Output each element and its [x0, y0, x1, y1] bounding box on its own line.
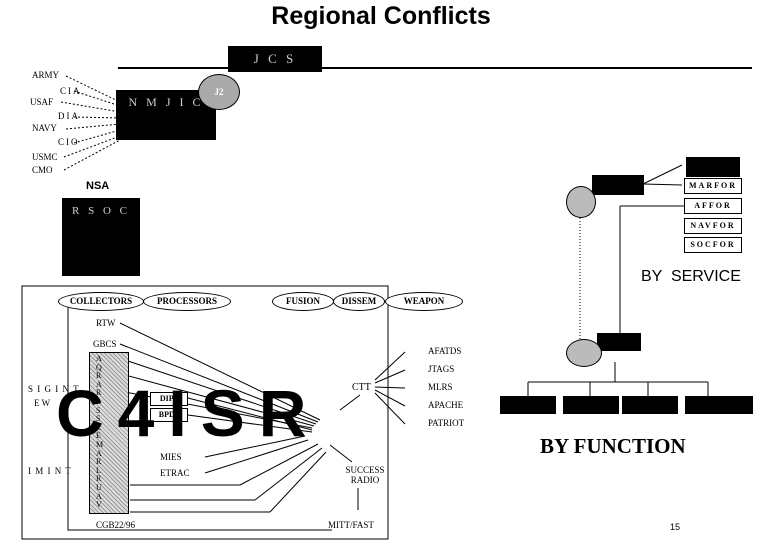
processor-dips: DIPS	[150, 392, 188, 406]
by-service-label: BY SERVICE	[641, 268, 741, 285]
source-dia: DIA	[58, 111, 80, 121]
by-function-label: BY FUNCTION	[540, 434, 686, 458]
processors-header: PROCESSORS	[143, 292, 231, 311]
ctt-label: CTT	[352, 382, 371, 393]
column-letter: L	[96, 465, 101, 475]
j2-circle: J2	[198, 74, 240, 110]
service-marfor: MARFOR	[684, 178, 742, 194]
collector-etrac: ETRAC	[160, 468, 190, 478]
imint-label: I M I N T	[28, 466, 72, 476]
collectors-header: COLLECTORS	[58, 292, 144, 311]
collector-gbcs: GBCS	[93, 339, 117, 349]
column-letter: A	[96, 379, 102, 389]
weapon-apache: APACHE	[428, 400, 464, 410]
column-letter: L	[96, 396, 101, 406]
column-letter: R	[96, 474, 102, 484]
processor-bpds: BPDS	[150, 408, 188, 422]
c4isr-overlay: C4ISR	[56, 376, 321, 450]
right-top-box	[592, 175, 644, 195]
service-navfor: NAVFOR	[684, 218, 742, 234]
column-letter: R	[96, 457, 102, 467]
column-letter: U	[96, 482, 102, 492]
column-letter: A	[96, 491, 102, 501]
column-letter: R	[96, 388, 102, 398]
source-army: ARMY	[32, 70, 60, 80]
collector-mies: MIES	[160, 452, 182, 462]
source-cia: CIA	[60, 86, 82, 96]
function-box-1	[500, 396, 556, 414]
source-navy: NAVY	[32, 123, 57, 133]
dissem-header: DISSEM	[333, 292, 385, 311]
weapon-mlrs: MLRS	[428, 382, 453, 392]
weapon-jtags: JTAGS	[428, 364, 455, 374]
right-mid-circle	[566, 339, 602, 367]
weapon-patriot: PATRIOT	[428, 418, 465, 428]
service-affor: AFFOR	[684, 198, 742, 214]
column-letter: S	[96, 414, 101, 424]
weapon-afatds: AFATDS	[428, 346, 462, 356]
ew-label: E W	[34, 398, 51, 408]
success-radio-label: SUCCESS RADIO	[345, 465, 385, 485]
column-letter: V	[96, 500, 102, 510]
collector-rtw: RTW	[96, 318, 116, 328]
function-box-3	[622, 396, 678, 414]
right-mid-box	[597, 333, 641, 351]
function-box-2	[563, 396, 619, 414]
column-letter: R	[96, 371, 102, 381]
service-header-box	[686, 157, 740, 177]
source-cmo: CMO	[32, 165, 53, 175]
column-letter: M	[96, 439, 104, 449]
nsa-label: NSA	[86, 180, 110, 192]
slide-title: Regional Conflicts	[271, 2, 491, 30]
page-number: 15	[670, 522, 681, 532]
source-usaf: USAF	[30, 97, 54, 107]
mitt-fast-label: MITT/FAST	[328, 520, 374, 530]
jcs-box: J C S	[228, 46, 322, 72]
column-letter: S	[96, 405, 101, 415]
sigint-label: S I G I N T	[28, 384, 80, 394]
footer-code: CGB22/96	[96, 520, 136, 530]
weapon-header: WEAPON	[385, 292, 463, 311]
column-letter: A	[96, 354, 102, 363]
service-socfor: SOCFOR	[684, 237, 742, 253]
source-cio: CIO	[58, 137, 80, 147]
column-letter: C	[96, 422, 102, 432]
column-letter: Q	[96, 362, 102, 372]
column-letter: A	[96, 448, 102, 458]
source-usmc: USMC	[32, 152, 58, 162]
fusion-header: FUSION	[272, 292, 334, 311]
right-top-circle	[566, 186, 596, 218]
function-box-4	[685, 396, 753, 414]
rsoc-box: R S O C	[62, 198, 140, 276]
column-letter: E	[96, 431, 101, 441]
